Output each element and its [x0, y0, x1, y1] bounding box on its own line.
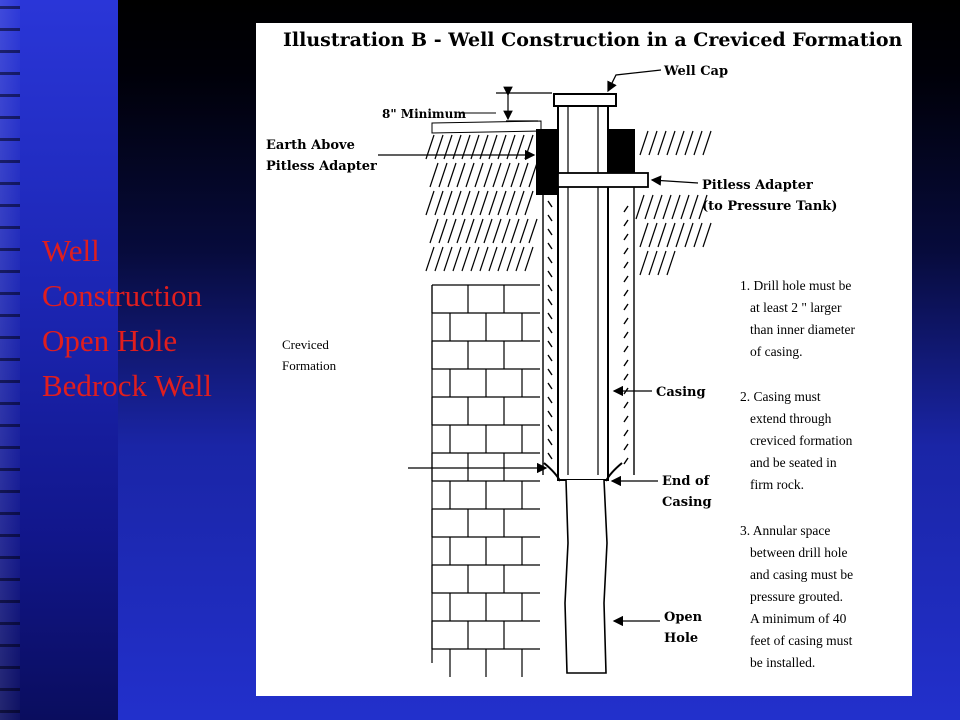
- open-hole-label-2: Hole: [664, 631, 698, 646]
- earth-hatching-left: [425, 120, 542, 272]
- slide-title-line-1: Well: [42, 233, 100, 268]
- note-line: creviced formation: [750, 433, 853, 448]
- end-casing-label-1: End of: [662, 474, 711, 489]
- pitless-adapter: [557, 172, 649, 188]
- grout-top-left: [536, 129, 558, 195]
- slide-title-line-4: Bedrock Well: [42, 368, 212, 403]
- diagram-title: Illustration B - Well Construction in a …: [283, 29, 903, 51]
- minimum-dimension: [496, 86, 552, 122]
- casing-seat-right: [605, 462, 623, 482]
- casing-label: Casing: [656, 385, 706, 400]
- note-line: be installed.: [750, 655, 815, 670]
- well-diagram: Illustration B - Well Construction in a …: [266, 29, 903, 677]
- construction-notes: 1. Drill hole must be at least 2 " large…: [740, 278, 855, 670]
- note-line: 1. Drill hole must be: [740, 278, 851, 293]
- pitless-label-2: (to Pressure Tank): [702, 199, 837, 214]
- well-cap-label: Well Cap: [663, 64, 728, 79]
- earth-hatching-right: [635, 130, 712, 276]
- note-line: A minimum of 40: [750, 611, 847, 626]
- note-line: firm rock.: [750, 477, 804, 492]
- note-line: and be seated in: [750, 455, 837, 470]
- creviced-label-2: Formation: [282, 358, 337, 373]
- slide-decorative-strip: [0, 0, 20, 720]
- pitless-label-1: Pitless Adapter: [702, 178, 813, 193]
- note-line: 3. Annular space: [740, 523, 830, 538]
- note-line: feet of casing must: [750, 633, 853, 648]
- well-casing: [557, 104, 609, 481]
- earth-above-label-1: Earth Above: [266, 138, 355, 153]
- well-diagram-panel: Illustration B - Well Construction in a …: [256, 23, 912, 696]
- end-casing-label-2: Casing: [662, 495, 712, 510]
- creviced-formation-bricks: [431, 284, 540, 677]
- earth-above-label-2: Pitless Adapter: [266, 159, 377, 174]
- annular-grout: [542, 183, 635, 475]
- creviced-label-1: Creviced: [282, 337, 329, 352]
- slide-title-line-2: Construction: [42, 278, 203, 313]
- slide-title: Well Construction Open Hole Bedrock Well: [42, 228, 272, 408]
- note-line: and casing must be: [750, 567, 853, 582]
- open-hole-label-1: Open: [664, 610, 703, 625]
- note-line: of casing.: [750, 344, 802, 359]
- note-line: between drill hole: [750, 545, 847, 560]
- note-line: at least 2 " larger: [750, 300, 842, 315]
- note-line: 2. Casing must: [740, 389, 821, 404]
- note-line: than inner diameter: [750, 322, 855, 337]
- well-cap: [553, 93, 617, 107]
- note-line: extend through: [750, 411, 832, 426]
- note-line: pressure grouted.: [750, 589, 843, 604]
- open-hole: [564, 479, 608, 674]
- minimum-label: 8" Minimum: [382, 107, 466, 121]
- slide-title-line-3: Open Hole: [42, 323, 178, 358]
